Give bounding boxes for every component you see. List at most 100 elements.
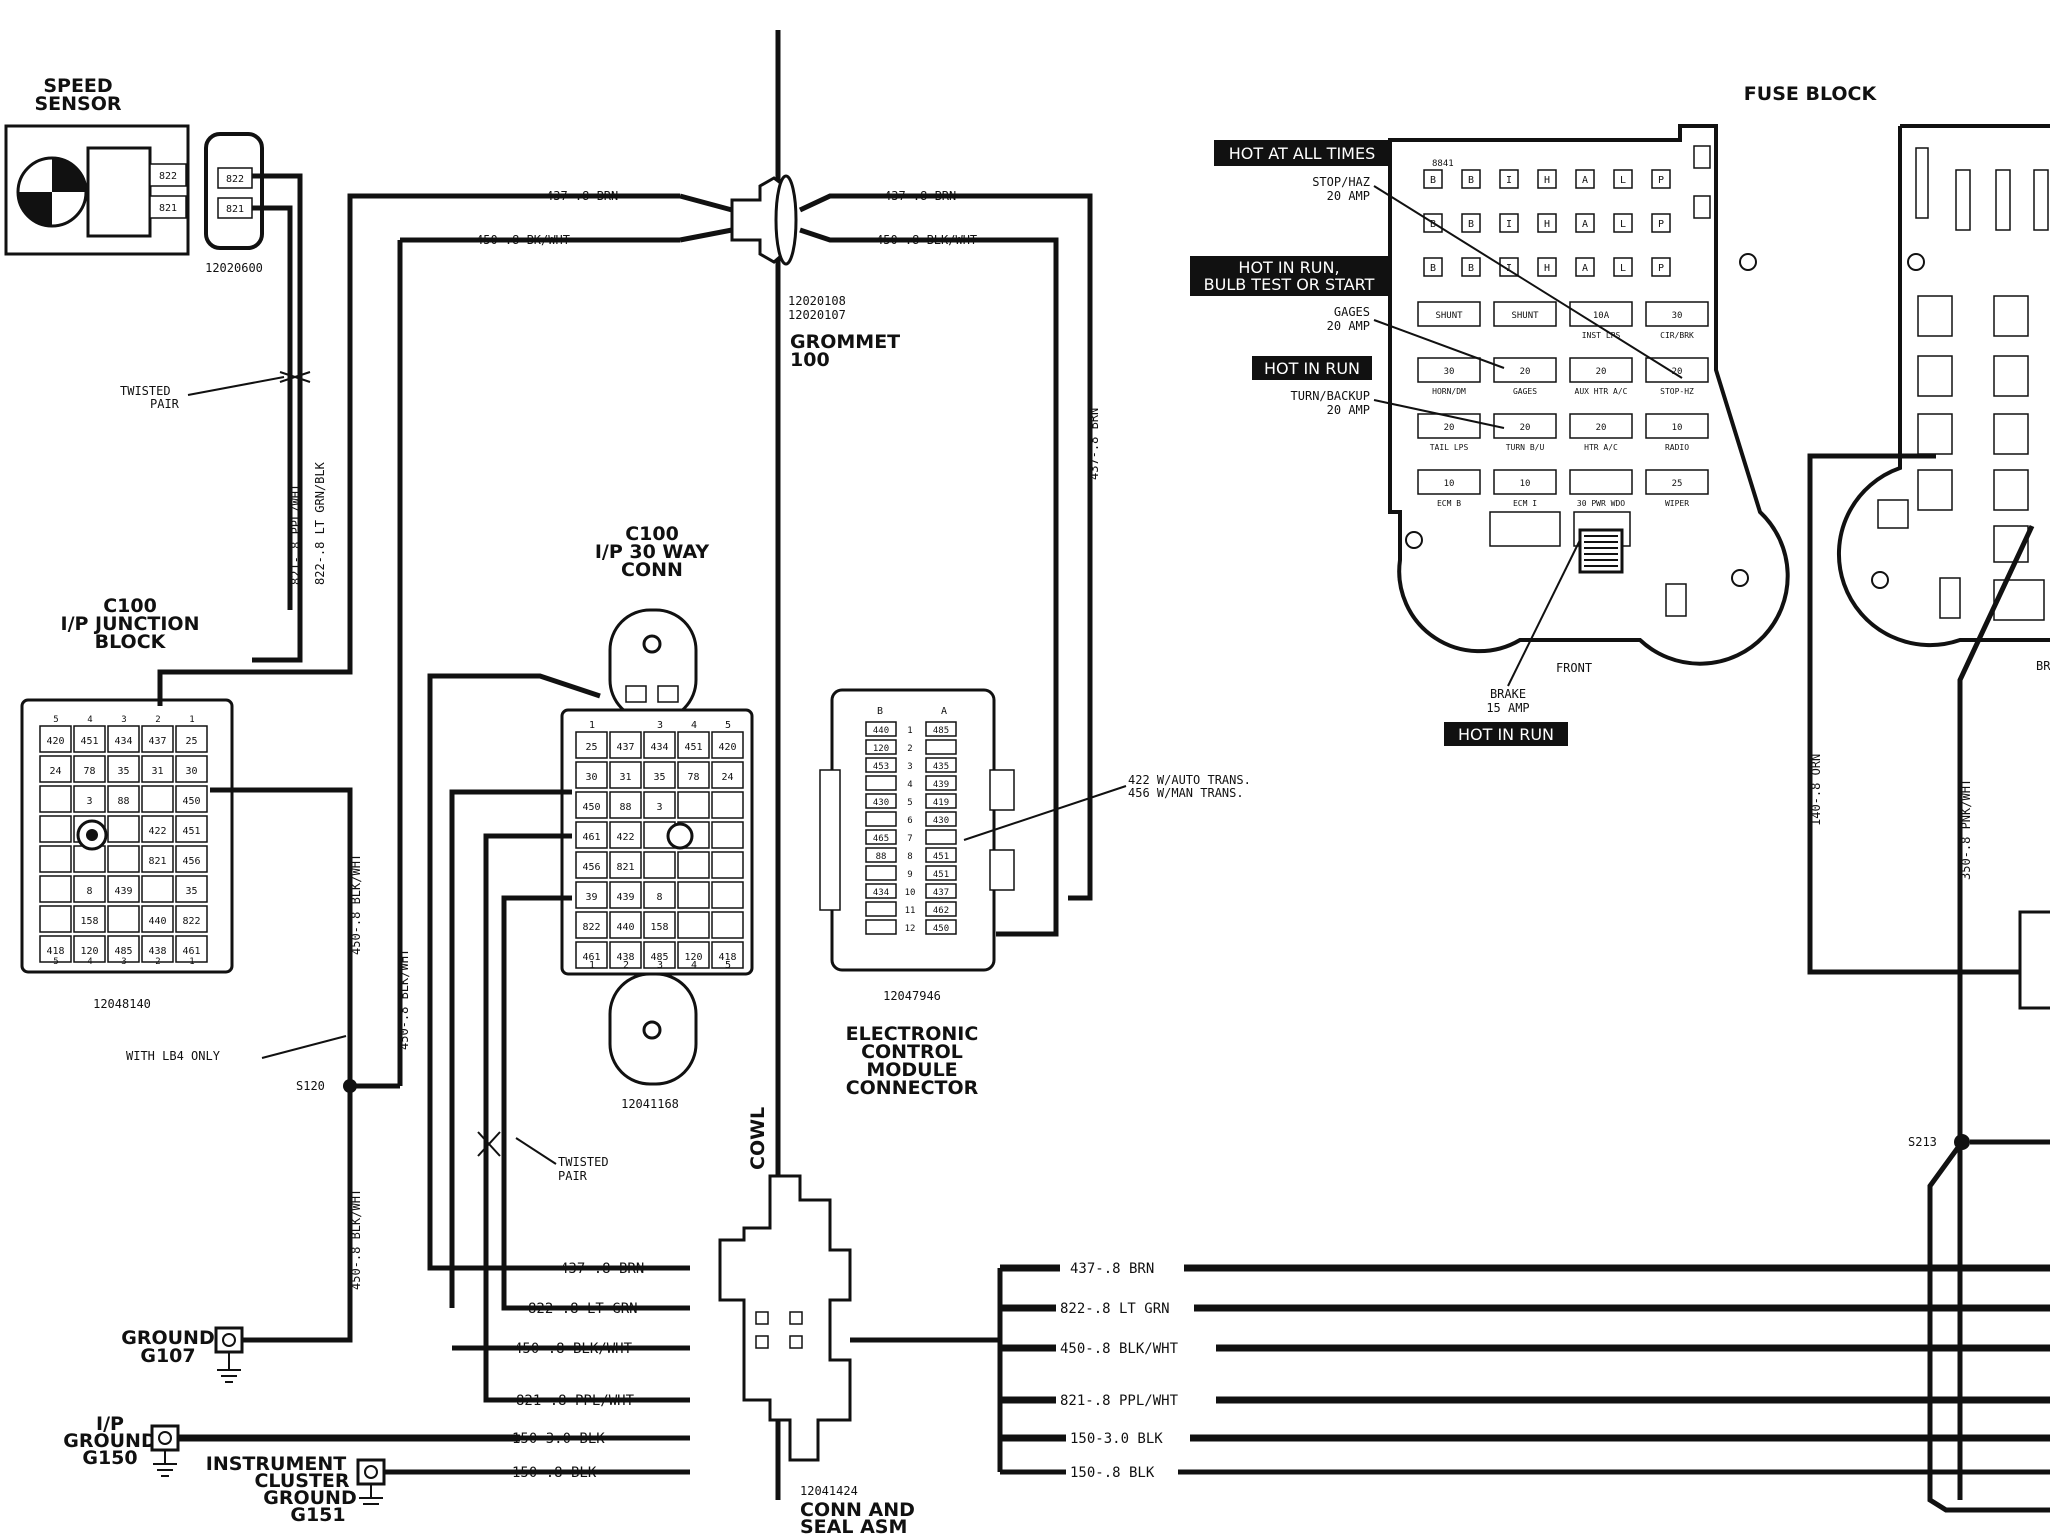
- pin-cell: [107, 815, 140, 843]
- relay-cell: [1423, 257, 1443, 277]
- fuse-cell: [1569, 469, 1633, 495]
- ecm-pin-cell: [925, 829, 957, 845]
- svg-text:BRAKE: BRAKE: [1490, 687, 1526, 701]
- fuse-cell: [1645, 357, 1709, 383]
- pin-number: 1: [189, 957, 194, 967]
- svg-text:821-.8 PPL/WHT: 821-.8 PPL/WHT: [516, 1393, 635, 1409]
- relay-cell: [1651, 213, 1671, 233]
- fuse-rating: 10: [1672, 423, 1683, 433]
- pin-cell: [107, 875, 140, 903]
- pin-label: 456: [582, 862, 600, 873]
- pin-label: 434: [650, 742, 668, 753]
- svg-text:GROMMET: GROMMET: [790, 331, 900, 353]
- pin-cell: [107, 725, 140, 753]
- fuse-cell: [1417, 301, 1481, 327]
- pin-cell: [711, 941, 744, 969]
- ecm-pin-label: 419: [933, 798, 949, 808]
- svg-text:CONN: CONN: [621, 559, 683, 581]
- svg-text:15 AMP: 15 AMP: [1486, 701, 1529, 715]
- svg-text:FRONT: FRONT: [1556, 661, 1592, 675]
- fuse-name: CIR/BRK: [1660, 331, 1694, 340]
- pin-cell: [575, 821, 608, 849]
- fuse-name: AUX HTR A/C: [1575, 387, 1628, 396]
- relay-cell: [1575, 213, 1595, 233]
- ground-g150: I/P GROUND G150: [63, 1413, 520, 1477]
- relay-letter: P: [1658, 219, 1664, 230]
- svg-text:450-.8 BLK/WHT: 450-.8 BLK/WHT: [1060, 1341, 1179, 1357]
- fuse-cell: [1493, 301, 1557, 327]
- pin-label: 24: [721, 772, 733, 783]
- hot-in-run-badge-2: HOT IN RUN: [1458, 725, 1554, 744]
- pin-label: 35: [653, 772, 665, 783]
- pin-number: 2: [155, 715, 160, 725]
- ecm-pin-label: 120: [873, 744, 889, 754]
- pin-label: 422: [148, 826, 166, 837]
- relay-letter: B: [1468, 263, 1474, 274]
- sensor-part-number: 12020600: [205, 261, 263, 275]
- fuse-rating: SHUNT: [1511, 311, 1539, 321]
- svg-text:I/P: I/P: [96, 1413, 124, 1435]
- pin-cell: [141, 755, 174, 783]
- relay-cell: [1613, 169, 1633, 189]
- pin-cell: [175, 725, 208, 753]
- pin-label: 451: [684, 742, 702, 753]
- fuse-cell: [1493, 413, 1557, 439]
- pin-cell: [609, 731, 642, 759]
- ecm-pin-cell: [865, 847, 897, 863]
- relay-cell: [1537, 169, 1557, 189]
- relay-cell: [1461, 169, 1481, 189]
- pin-cell: [73, 725, 106, 753]
- pin-cell: [175, 785, 208, 813]
- pin-number: 5: [53, 957, 58, 967]
- pin-label: 3: [656, 802, 662, 813]
- pin-number: 1: [589, 960, 595, 971]
- pin-number: 3: [657, 960, 663, 971]
- pin-cell: [575, 791, 608, 819]
- pin-cell: [39, 875, 72, 903]
- relay-letter: L: [1620, 263, 1626, 274]
- pin-label: 822: [582, 922, 600, 933]
- ecm-pin-label: 453: [873, 762, 889, 772]
- fuse-cell: [1645, 301, 1709, 327]
- pin-cell: [609, 851, 642, 879]
- pin-label: 422: [616, 832, 634, 843]
- pin-cell: [643, 941, 676, 969]
- ecm-pin-label: 434: [873, 888, 889, 898]
- relay-letter: P: [1658, 263, 1664, 274]
- pin-cell: [609, 881, 642, 909]
- wire-350-label: 350-.8 PNK/WHT: [1959, 779, 1973, 880]
- ecm-pin-cell: [925, 757, 957, 773]
- ecm-pin-cell: [925, 865, 957, 881]
- ecm-pin-cell: [865, 739, 897, 755]
- pin-cell: [711, 911, 744, 939]
- svg-text:821: 821: [226, 204, 244, 215]
- relay-letter: B: [1430, 263, 1436, 274]
- pin-label: 3: [86, 796, 92, 807]
- pin-cell: [677, 911, 710, 939]
- svg-text:CLUSTER: CLUSTER: [254, 1470, 349, 1492]
- pin-label: 88: [619, 802, 631, 813]
- fuse-name: HTR A/C: [1584, 443, 1618, 452]
- ground-g107: GROUND G107: [121, 1326, 244, 1383]
- wire-822-label: 822-.8 LT GRN/BLK: [313, 461, 327, 585]
- relay-cell: [1651, 257, 1671, 277]
- svg-text:ELECTRONIC: ELECTRONIC: [846, 1023, 979, 1045]
- pin-cell: [643, 851, 676, 879]
- relay-cell: [1575, 169, 1595, 189]
- grommet-100: 12020108 12020107 GROMMET 100: [730, 174, 900, 371]
- relay-letter: B: [1430, 175, 1436, 186]
- svg-text:BR: BR: [2036, 659, 2050, 673]
- pin-number: 5: [725, 720, 731, 731]
- speed-sensor: SPEED SENSOR 822 821 822 821 12020600: [4, 75, 264, 275]
- fuse-name: GAGES: [1513, 387, 1537, 396]
- fuse-rating: 20: [1596, 423, 1607, 433]
- ecm-pin-label: 485: [933, 726, 949, 736]
- svg-text:G150: G150: [82, 1447, 137, 1469]
- cowl-label: COWL: [747, 1107, 769, 1170]
- relay-cell: [1461, 257, 1481, 277]
- svg-text:821-.8 PPL/WHT: 821-.8 PPL/WHT: [1060, 1393, 1179, 1409]
- ecm-pin-cell: [925, 775, 957, 791]
